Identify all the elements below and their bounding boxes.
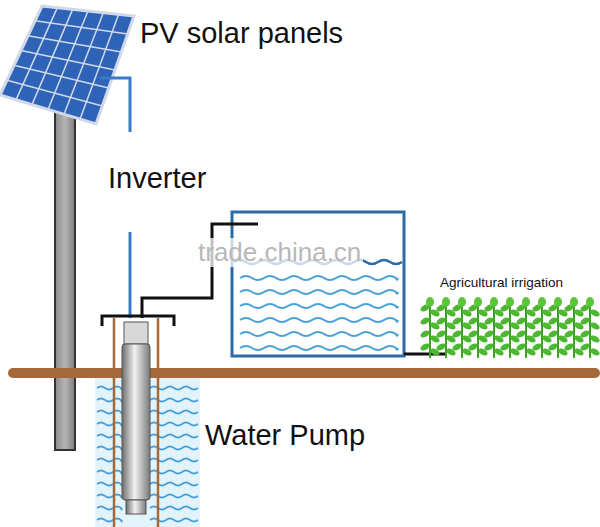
irrigation-pipe: [404, 353, 446, 356]
panel-cell-line: [16, 8, 57, 100]
plant-leaf: [499, 329, 511, 339]
water-wave: [97, 387, 122, 390]
ground: [8, 368, 600, 378]
plant-leaf: [515, 342, 527, 352]
plant-leaf: [435, 316, 447, 326]
plant-leaf: [483, 342, 495, 352]
plant-leaf: [589, 321, 600, 331]
pump-base: [126, 500, 146, 514]
water-wave: [97, 423, 122, 426]
water-wave: [97, 495, 122, 498]
plant-leaf: [547, 329, 559, 339]
plant-leaf: [589, 308, 600, 318]
plant-leaf: [451, 329, 463, 339]
watermark: trade.china.cn: [196, 238, 363, 267]
water-wave: [240, 346, 398, 350]
well-casing: [157, 318, 160, 527]
plant-leaf: [579, 329, 591, 339]
water-wave: [240, 318, 398, 322]
plant-leaf: [442, 297, 450, 307]
panel-wire: [100, 78, 130, 132]
panel-cell-line: [48, 11, 88, 110]
solar-panel: [0, 6, 134, 124]
water-wave: [97, 399, 122, 402]
plant-leaf: [435, 342, 447, 352]
water-wave: [240, 276, 398, 280]
plant-leaf: [419, 316, 431, 326]
plant-leaf: [451, 342, 463, 352]
plant-leaf: [531, 329, 543, 339]
plant-leaf: [579, 342, 591, 352]
plant-leaf: [419, 342, 431, 352]
water-wave: [97, 459, 122, 462]
plant-leaf: [467, 316, 479, 326]
panel-grid: [7, 8, 128, 120]
plant-leaf: [458, 297, 466, 307]
component-label: PV solar panels: [140, 18, 343, 50]
plant-leaf: [515, 329, 527, 339]
plant-leaf: [467, 329, 479, 339]
water-wave: [240, 332, 398, 336]
plant-leaf: [563, 329, 575, 339]
plant-leaf: [563, 316, 575, 326]
plant-leaf: [570, 297, 578, 307]
pump-cable: [129, 232, 132, 318]
plant-leaf: [467, 342, 479, 352]
component-label: Water Pump: [205, 420, 365, 452]
plant-leaf: [499, 316, 511, 326]
plant-leaf: [531, 342, 543, 352]
water-wave: [240, 304, 398, 308]
water-wave: [97, 435, 122, 438]
plant-leaf: [474, 297, 482, 307]
plant-leaf: [586, 297, 594, 307]
plant-leaf: [435, 329, 447, 339]
plant-leaf: [499, 342, 511, 352]
plant-leaf: [506, 297, 514, 307]
plant-leaf: [451, 316, 463, 326]
plant-leaf: [563, 342, 575, 352]
panel-cell-line: [64, 13, 103, 115]
water-wave: [97, 447, 122, 450]
panel-pole: [55, 98, 75, 450]
component-label: Agricultural irrigation: [440, 276, 563, 291]
plant-leaf: [589, 347, 600, 357]
plant-leaf: [419, 329, 431, 339]
crops: [419, 297, 600, 358]
well-casing: [113, 318, 116, 527]
water-wave: [240, 290, 398, 294]
water-pump: [122, 344, 150, 500]
plant-leaf: [515, 316, 527, 326]
water-wave: [97, 519, 122, 522]
water-wave: [97, 507, 122, 510]
panel-cell-line: [80, 14, 119, 119]
plant-leaf: [490, 297, 498, 307]
plant-leaf: [547, 342, 559, 352]
water-wave: [97, 411, 122, 414]
water-wave: [97, 471, 122, 474]
panel-cell-line: [32, 9, 73, 104]
tank-waves: [234, 260, 402, 350]
plant-leaf: [547, 316, 559, 326]
plant-leaf: [538, 297, 546, 307]
plant-leaf: [483, 329, 495, 339]
pump-head: [124, 322, 148, 344]
plant-leaf: [589, 334, 600, 344]
water-wave: [97, 483, 122, 486]
plant-leaf: [426, 297, 434, 307]
plant-leaf: [531, 316, 543, 326]
plant-leaf: [554, 297, 562, 307]
water-tank: [232, 212, 404, 356]
plant-leaf: [579, 316, 591, 326]
plant-leaf: [483, 316, 495, 326]
component-label: Inverter: [108, 163, 206, 195]
plant-leaf: [522, 297, 530, 307]
